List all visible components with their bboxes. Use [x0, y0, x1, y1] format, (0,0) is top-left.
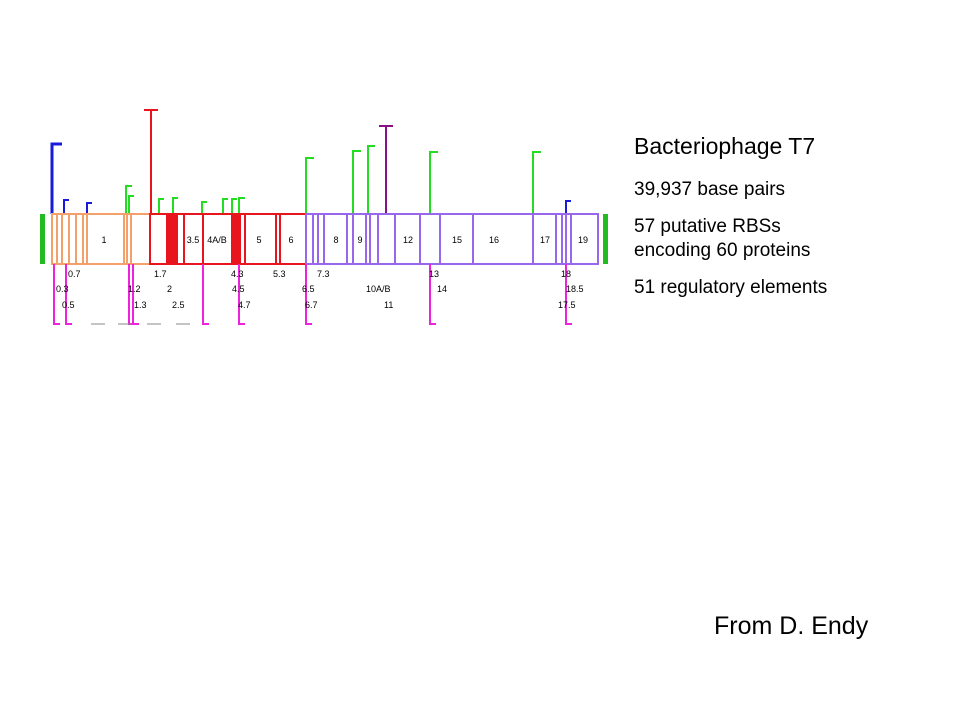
gene-label: 9 [357, 235, 362, 245]
rbs-count-text: 57 putative RBSs [634, 216, 781, 237]
genome-summary: Bacteriophage T7 39,937 base pairs 57 pu… [634, 132, 954, 313]
gene-label: 17.5 [558, 300, 576, 310]
t7-promoter-6 [222, 198, 228, 214]
t7-promoter-5 [201, 201, 207, 214]
t7-promoter-3 [158, 198, 164, 214]
gene-label: 15 [452, 235, 462, 245]
gene-label: 7.3 [317, 269, 330, 279]
promoter-a3 [86, 202, 92, 214]
gene-label: 5.3 [273, 269, 286, 279]
t7-promoters [125, 145, 541, 214]
promoter-end [565, 200, 571, 214]
t7-promoter-12 [429, 151, 438, 214]
gene-label: 6.7 [305, 300, 318, 310]
gene-label: 6.5 [302, 284, 315, 294]
t7-promoter-1 [125, 185, 132, 214]
regulatory-elements-text: 51 regulatory elements [634, 277, 828, 298]
t7-promoter-2 [128, 195, 134, 214]
gene-label: 4.3 [231, 269, 244, 279]
gene-label: 1.3 [134, 300, 147, 310]
gene-label: 13 [429, 269, 439, 279]
gene-label: 1.2 [128, 284, 141, 294]
middle-genes [149, 213, 307, 265]
terminator-tphi [379, 125, 393, 214]
gene-label: 1.7 [154, 269, 167, 279]
t7-promoter-4 [172, 197, 178, 214]
gene-label: 5 [256, 235, 261, 245]
gene-label: 1 [101, 235, 106, 245]
t7-promoter-8 [238, 197, 245, 214]
labels-row-2: 0.3 1.2 2 4.5 6.5 10A/B 14 18.5 [56, 284, 584, 294]
gene-label: 12 [403, 235, 413, 245]
gene-label: 4.7 [238, 300, 251, 310]
gene-label: 0.3 [56, 284, 69, 294]
middle-dense-2 [231, 214, 241, 264]
late-region-box [305, 213, 599, 265]
host-promoters [50, 142, 571, 214]
gene-label: 6 [288, 235, 293, 245]
gene-label: 0.5 [62, 300, 75, 310]
gene-label: 18 [561, 269, 571, 279]
gene-label: 11 [384, 300, 393, 310]
gene-label: 8 [333, 235, 338, 245]
right-end-marker [603, 214, 608, 264]
source-credit: From D. Endy [714, 612, 869, 640]
late-genes [305, 213, 599, 265]
t7-promoter-11 [367, 145, 375, 214]
gene-label: 18.5 [566, 284, 584, 294]
t7-promoter-9 [305, 157, 314, 214]
promoter-a1 [50, 142, 62, 214]
gene-label: 16 [489, 235, 499, 245]
t7-promoter-7 [231, 198, 237, 214]
gene-label: 0.7 [68, 269, 81, 279]
gene-label: 17 [540, 235, 550, 245]
red-marker [144, 109, 158, 214]
left-end-marker [40, 214, 45, 264]
t7-promoter-10 [352, 150, 361, 214]
gene-label: 2.5 [172, 300, 185, 310]
gene-label: 14 [437, 284, 447, 294]
middle-dense-1 [168, 214, 176, 264]
t7-promoter-13 [532, 151, 541, 214]
gene-labels: 1 3.5 4A/B 5 6 8 9 12 15 16 17 19 [101, 235, 588, 245]
slide-title: Bacteriophage T7 [634, 133, 816, 159]
t7-genome-map: 1 3.5 4A/B 5 6 8 9 12 15 16 17 19 0.7 1.… [40, 109, 608, 325]
rnase-sites [53, 264, 572, 325]
protein-count-text: encoding 60 proteins [634, 240, 811, 261]
gene-label: 4.5 [232, 284, 245, 294]
gene-label: 3.5 [187, 235, 200, 245]
labels-row-3: 0.5 1.3 2.5 4.7 6.7 11 17.5 [62, 300, 576, 310]
gene-label: 10A/B [366, 284, 391, 294]
gene-label: 19 [578, 235, 588, 245]
promoter-a2 [63, 199, 69, 214]
labels-row-1: 0.7 1.7 4.3 5.3 7.3 13 18 [68, 269, 571, 279]
base-pairs-text: 39,937 base pairs [634, 179, 786, 200]
gene-label: 2 [167, 284, 172, 294]
gene-label: 4A/B [207, 235, 227, 245]
